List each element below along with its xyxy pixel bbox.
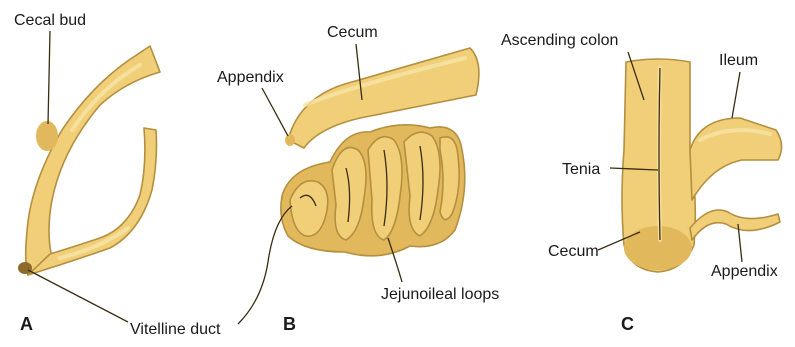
label-tenia: Tenia [562, 161, 600, 178]
appendix-tip [285, 134, 295, 146]
leader-ileum [732, 72, 740, 118]
leader-appendix-b [262, 88, 288, 136]
label-cecum-c: Cecum [548, 243, 599, 260]
panel-c: Ascending colon Ileum Tenia Cecum Append… [501, 32, 782, 334]
label-cecum-b: Cecum [327, 24, 378, 41]
panel-letter-a: A [20, 314, 33, 334]
label-ileum: Ileum [719, 52, 758, 69]
panel-letter-c: C [621, 314, 634, 334]
panel-a: Cecal bud A [14, 12, 160, 334]
label-appendix-b: Appendix [217, 69, 284, 86]
panel-b: Cecum Appendix Jejunoileal loops Vitelli… [130, 24, 499, 338]
panel-letter-b: B [283, 314, 296, 334]
vitelline-duct-stump [18, 262, 32, 274]
leader-vitelline-duct-a [28, 270, 128, 322]
label-jejunoileal-loops: Jejunoileal loops [381, 286, 499, 303]
jejunoileal-loops [281, 125, 465, 256]
label-ascending-colon: Ascending colon [501, 32, 618, 49]
label-cecal-bud: Cecal bud [14, 12, 86, 29]
leader-cecal-bud [48, 31, 50, 124]
cecal-bud [36, 121, 58, 151]
label-vitelline-duct: Vitelline duct [130, 321, 221, 338]
appendix-c [690, 210, 780, 240]
label-appendix-c: Appendix [711, 263, 778, 280]
